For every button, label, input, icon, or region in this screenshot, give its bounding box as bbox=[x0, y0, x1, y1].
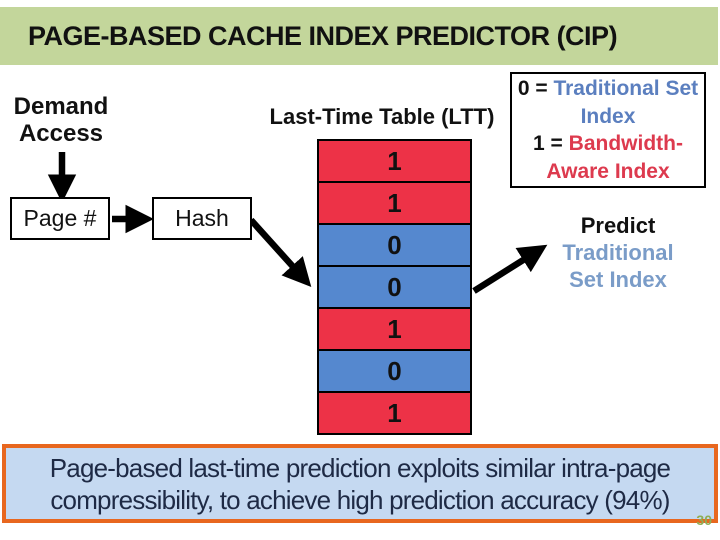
ltt-title: Last-Time Table (LTT) bbox=[269, 104, 495, 129]
ltt-cell: 1 bbox=[319, 141, 470, 183]
ltt-cell: 1 bbox=[319, 393, 470, 433]
callout-box: Page-based last-time prediction exploits… bbox=[2, 444, 718, 523]
hash-box: Hash bbox=[152, 197, 252, 240]
legend-prefix-1: 1 = bbox=[533, 132, 569, 155]
predict-heading: Predict bbox=[580, 213, 656, 238]
hash-to-ltt-arrow bbox=[248, 217, 312, 288]
legend-entry-bandwidth: 1 = Bandwidth-Aware Index bbox=[517, 130, 699, 185]
legend-box: 0 = Traditional Set Index 1 = Bandwidth-… bbox=[510, 72, 706, 188]
ltt-cell: 0 bbox=[319, 351, 470, 393]
callout-line-2: compressibility, to achieve high predict… bbox=[50, 485, 670, 515]
page-number-box-label: Page # bbox=[23, 205, 97, 231]
predict-block: Predict Traditional Set Index bbox=[552, 212, 684, 293]
ltt-cell: 1 bbox=[319, 183, 470, 225]
ltt-cell: 0 bbox=[319, 267, 470, 309]
predict-value: Traditional Set Index bbox=[562, 240, 674, 292]
slide-page-number: 30 bbox=[696, 512, 712, 528]
page-number-box: Page # bbox=[10, 197, 110, 240]
slide-title: PAGE-BASED CACHE INDEX PREDICTOR (CIP) bbox=[28, 20, 618, 51]
callout-line-1: Page-based last-time prediction exploits… bbox=[49, 453, 671, 483]
legend-label-bandwidth: Bandwidth-Aware Index bbox=[546, 132, 683, 183]
hash-box-label: Hash bbox=[175, 205, 229, 231]
ltt-to-predict-arrow bbox=[472, 244, 548, 294]
ltt-cell: 0 bbox=[319, 225, 470, 267]
legend-entry-traditional: 0 = Traditional Set Index bbox=[517, 75, 699, 130]
legend-prefix-0: 0 = bbox=[517, 77, 554, 100]
title-bar: PAGE-BASED CACHE INDEX PREDICTOR (CIP) bbox=[0, 7, 718, 65]
demand-access-label: Demand Access bbox=[13, 93, 109, 147]
ltt-cell: 1 bbox=[319, 309, 470, 351]
legend-label-traditional: Traditional Set Index bbox=[553, 77, 699, 128]
